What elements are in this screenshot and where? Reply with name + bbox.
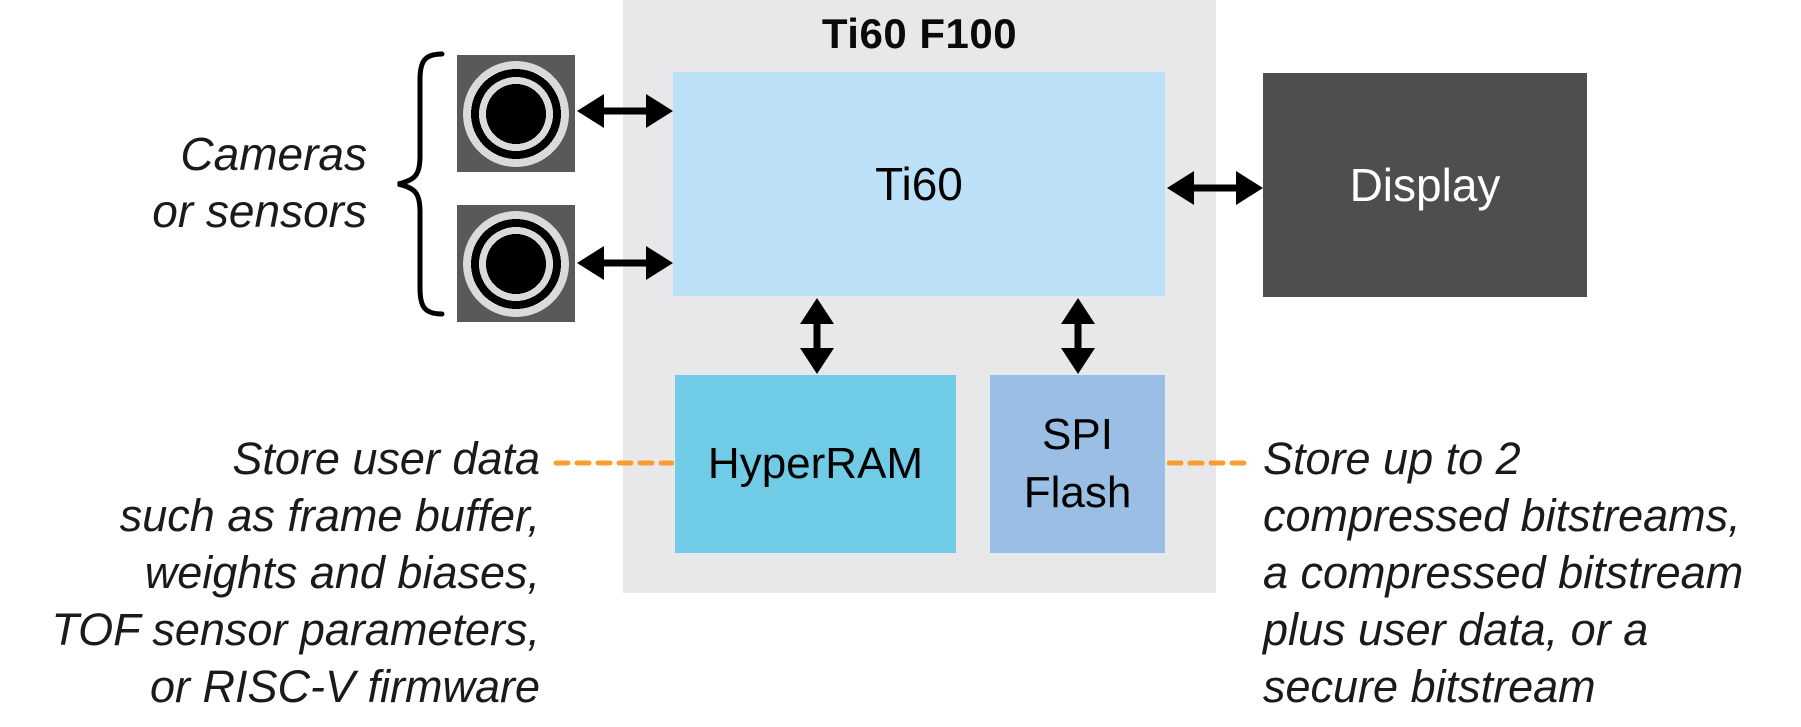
hyperram-note-line: TOF sensor parameters,	[51, 604, 540, 655]
cameras-note-line: Cameras	[180, 128, 367, 180]
camera-lens-icon	[463, 60, 569, 167]
spi-note-line: secure bitstream	[1263, 661, 1596, 712]
spi-note-line: compressed bitstreams,	[1263, 490, 1741, 541]
spi-note-line: a compressed bitstream	[1263, 547, 1744, 598]
camera-module-1	[457, 55, 575, 172]
curly-brace-icon	[397, 51, 445, 317]
ti60-display-arrow-icon	[1167, 171, 1263, 205]
container-title: Ti60 F100	[821, 10, 1018, 57]
hyperram-note-dashed-line	[553, 460, 674, 466]
camera1-ti60-arrow-icon	[577, 94, 673, 128]
hyperram-note-line: weights and biases,	[144, 547, 540, 598]
display-label: Display	[1349, 159, 1501, 211]
camera-lens-icon	[463, 210, 569, 317]
spi-note-line: plus user data, or a	[1263, 604, 1649, 655]
spi-flash-label-line2: Flash	[1023, 468, 1132, 517]
hyperram-block: HyperRAM	[675, 375, 956, 553]
camera-module-2	[457, 205, 575, 322]
cameras-note-line: or sensors	[152, 185, 367, 237]
spi-note-dashed-line	[1167, 460, 1255, 466]
spi-flash-label-line1: SPI	[1042, 409, 1113, 459]
display-block: Display	[1263, 73, 1587, 297]
ti60-hyperram-arrow-icon	[800, 298, 834, 374]
hyperram-label: HyperRAM	[707, 439, 924, 488]
camera2-ti60-arrow-icon	[577, 246, 673, 280]
cameras-or-sensors-note: Cameras or sensors	[152, 126, 367, 240]
spi-flash-note: Store up to 2 compressed bitstreams, a c…	[1263, 430, 1743, 715]
spi-flash-block: SPI Flash	[990, 375, 1165, 553]
hyperram-note-line: such as frame buffer,	[119, 490, 540, 541]
hyperram-note: Store user data such as frame buffer, we…	[51, 430, 540, 715]
ti60-label: Ti60	[875, 158, 963, 210]
hyperram-note-line: Store user data	[232, 433, 540, 484]
spi-note-line: Store up to 2	[1263, 433, 1521, 484]
hyperram-note-line: or RISC-V firmware	[149, 661, 540, 712]
ti60-block: Ti60	[673, 72, 1165, 296]
ti60-spi-flash-arrow-icon	[1061, 298, 1095, 374]
